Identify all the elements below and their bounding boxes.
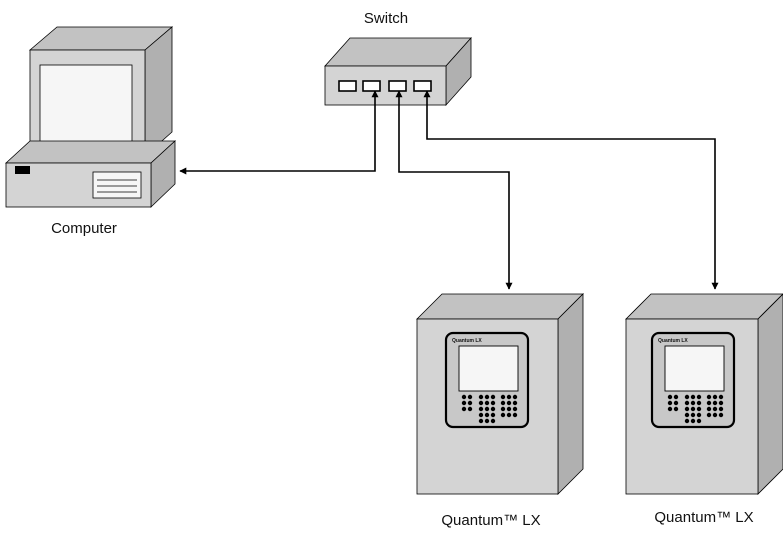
quantum-lx-unit-icon: Quantum LX: [625, 293, 783, 495]
panel-brand-text: Quantum LX: [658, 338, 688, 344]
quantum-lx-unit-icon: Quantum LX: [416, 293, 584, 495]
connection-switch-unit-right: [423, 90, 719, 290]
connections: [179, 90, 719, 290]
panel-screen: [458, 345, 519, 392]
switch-icon: [324, 36, 472, 107]
connection-switch-unit-left: [395, 90, 513, 290]
switch-port-1: [338, 80, 357, 92]
monitor-screen: [39, 64, 133, 148]
connection-switch-computer: [179, 90, 379, 175]
desktop-computer-icon: [4, 26, 177, 208]
switch-port-3: [388, 80, 407, 92]
keypad: [667, 394, 724, 424]
floppy-drive: [15, 166, 30, 174]
keypad: [461, 394, 518, 424]
computer-label: Computer: [51, 220, 117, 237]
switch-label: Switch: [364, 10, 408, 27]
panel-brand-text: Quantum LX: [452, 338, 482, 344]
disk-drive: [92, 171, 142, 199]
unit-right-label: Quantum™ LX: [654, 509, 753, 526]
panel-screen: [664, 345, 725, 392]
switch-port-4: [413, 80, 432, 92]
switch-port-2: [362, 80, 381, 92]
unit-left-label: Quantum™ LX: [441, 512, 540, 529]
